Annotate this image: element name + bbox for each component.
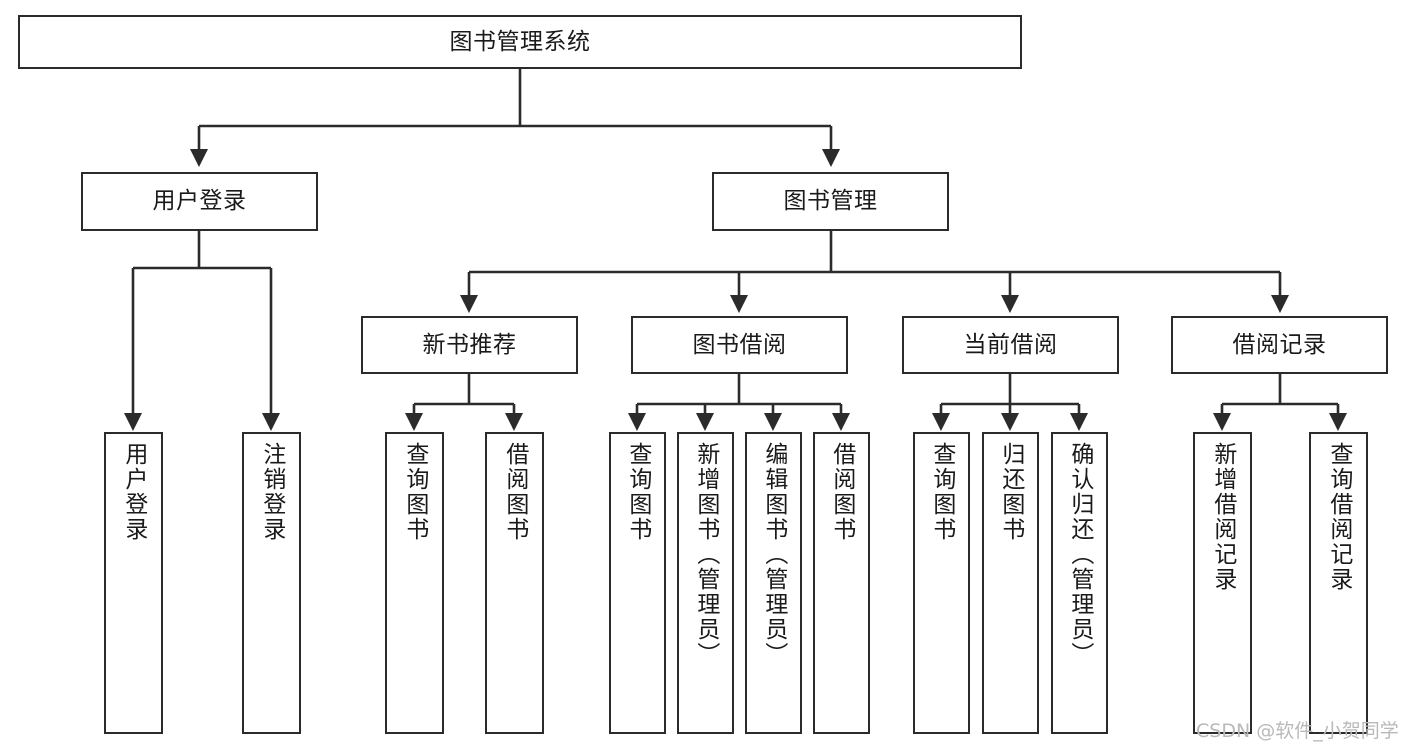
connectors-newbook-to-leaves xyxy=(404,374,524,432)
node-leaf-query-record[interactable]: 查询借阅记录 xyxy=(1309,432,1368,734)
node-leaf-query-book-2[interactable]: 查询图书 xyxy=(609,432,666,734)
node-label: 查询图书 xyxy=(928,442,955,542)
node-leaf-borrow-book-1[interactable]: 借阅图书 xyxy=(485,432,544,734)
node-label: 借阅图书 xyxy=(828,442,855,542)
node-label: 借阅图书 xyxy=(501,442,528,542)
node-current-borrow[interactable]: 当前借阅 xyxy=(902,316,1119,374)
connectors-bookmanage-to-level3 xyxy=(459,231,1290,314)
node-leaf-confirm-return[interactable]: 确认归还（管理员） xyxy=(1051,432,1108,734)
node-label: 归还图书 xyxy=(997,442,1024,542)
connectors-bookborrow-to-leaves xyxy=(627,374,851,432)
node-label: 编辑图书（管理员） xyxy=(760,442,787,667)
node-label: 图书管理 xyxy=(783,188,878,215)
connectors-root-to-level2 xyxy=(189,69,841,168)
node-label: 注销登录 xyxy=(258,442,285,542)
node-leaf-user-login[interactable]: 用户登录 xyxy=(104,432,163,734)
node-label: 新书推荐 xyxy=(422,331,517,358)
node-leaf-query-book-1[interactable]: 查询图书 xyxy=(385,432,444,734)
node-label: 用户登录 xyxy=(120,442,147,542)
node-label: 用户登录 xyxy=(152,188,247,215)
node-label: 确认归还（管理员） xyxy=(1066,442,1093,667)
node-leaf-edit-book[interactable]: 编辑图书（管理员） xyxy=(745,432,802,734)
node-label: 查询图书 xyxy=(401,442,428,542)
node-label: 查询借阅记录 xyxy=(1325,442,1352,592)
node-user-login[interactable]: 用户登录 xyxy=(81,172,318,231)
node-leaf-logout[interactable]: 注销登录 xyxy=(242,432,301,734)
node-label: 图书管理系统 xyxy=(449,28,591,55)
node-label: 新增借阅记录 xyxy=(1209,442,1236,592)
node-leaf-borrow-book-2[interactable]: 借阅图书 xyxy=(813,432,870,734)
node-book-borrow[interactable]: 图书借阅 xyxy=(631,316,848,374)
node-label: 查询图书 xyxy=(624,442,651,542)
connectors-borrowrecord-to-leaves xyxy=(1212,374,1348,432)
node-leaf-return-book[interactable]: 归还图书 xyxy=(982,432,1039,734)
node-label: 新增图书（管理员） xyxy=(692,442,719,667)
node-label: 图书借阅 xyxy=(692,331,787,358)
node-label: 借阅记录 xyxy=(1232,331,1327,358)
node-label: 当前借阅 xyxy=(963,331,1058,358)
node-leaf-add-record[interactable]: 新增借阅记录 xyxy=(1193,432,1252,734)
node-root-book-management-system[interactable]: 图书管理系统 xyxy=(18,15,1022,69)
connectors-currentborrow-to-leaves xyxy=(931,374,1089,432)
node-leaf-query-book-3[interactable]: 查询图书 xyxy=(913,432,970,734)
node-book-manage[interactable]: 图书管理 xyxy=(712,172,949,231)
node-leaf-add-book[interactable]: 新增图书（管理员） xyxy=(677,432,734,734)
node-borrow-record[interactable]: 借阅记录 xyxy=(1171,316,1388,374)
connectors-userlogin-to-leaves xyxy=(123,231,281,432)
node-new-book-recommend[interactable]: 新书推荐 xyxy=(361,316,578,374)
